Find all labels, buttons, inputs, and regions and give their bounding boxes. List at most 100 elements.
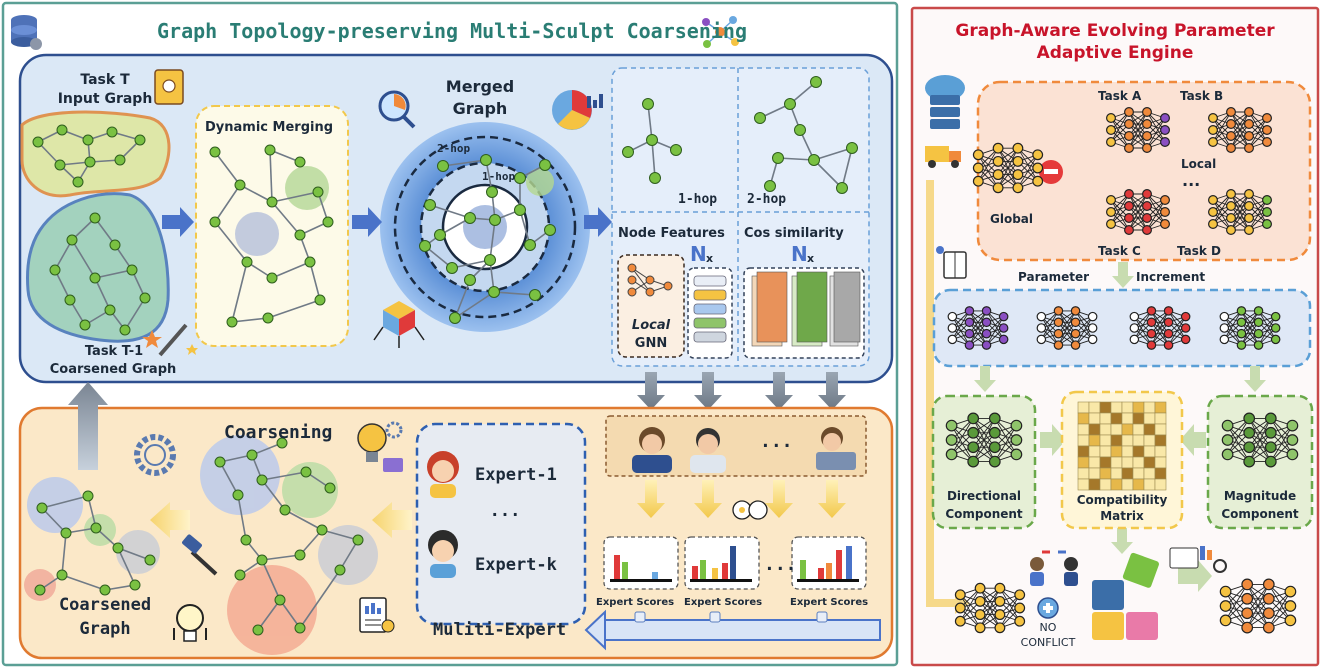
matrix-cell [1121, 423, 1134, 436]
output-network-icon-left [954, 582, 1026, 634]
dynamic-merging-graph-node [266, 196, 278, 208]
two-hop-graph-node [808, 154, 820, 166]
expert-score-cards [603, 536, 867, 590]
coarsened-graph-bottom-edge [61, 574, 106, 591]
arrow-expert-to-coarsening [372, 502, 412, 538]
compatibility-matrix-grid [1077, 401, 1167, 491]
matrix-cell [1121, 434, 1134, 447]
expert-k-label: Expert-k [475, 555, 557, 575]
merged-graph-edge [451, 259, 491, 269]
expert-box [415, 422, 587, 626]
merged-graph-edge [442, 159, 487, 167]
magnitude-line2: Component [1221, 507, 1299, 521]
magnitude-line1: Magnitude [1223, 489, 1297, 503]
plus-badge-icon [1037, 597, 1059, 619]
merged-graph-edge [493, 291, 536, 296]
multi-expert-label: Muliti-Expert [433, 620, 567, 640]
task-a-label: Task A [1098, 89, 1142, 103]
one-hop-graph-node [670, 144, 682, 156]
matrix-cell [1143, 456, 1156, 469]
down-arrows-green [974, 262, 1266, 592]
expert-scores-2: Expert Scores [684, 597, 763, 608]
matrix-cell [1077, 434, 1090, 447]
matrix-cell [1077, 467, 1090, 480]
coarsened-graph-bottom-node [144, 554, 156, 566]
merged-graph-node [437, 160, 449, 172]
coarsening-graph-edge [219, 461, 239, 496]
task-b-network-icon [1207, 106, 1272, 154]
conflict-label: CONFLICT [1020, 636, 1076, 649]
task-c-network-icon [1105, 189, 1170, 236]
merged-graph-node [424, 199, 436, 211]
dynamic-merging-graph-edge [231, 261, 248, 323]
coarsening-graph-node [352, 534, 364, 546]
dynamic-merging-graph-edge [271, 191, 319, 203]
two-hop-graph-node [772, 152, 784, 164]
directional-line2: Component [945, 507, 1023, 521]
matrix-cell [1154, 467, 1167, 480]
coarsened-graph-bottom-node [82, 490, 94, 502]
coarsening-graph-node [294, 622, 306, 634]
coarsening-graph-edge [237, 494, 247, 541]
one-hop-label: 1-hop [678, 192, 718, 207]
coarsening-graph-edge [321, 529, 359, 541]
down-arrows-yellow [637, 480, 846, 518]
coarsening-graph-node [300, 466, 312, 478]
merged-graph-node [544, 224, 556, 236]
coarsening-graph-edge [261, 559, 281, 601]
increment-red-network-icon [1129, 306, 1191, 350]
two-hop-graph-edge [777, 157, 815, 161]
two-hop-graph-edge [813, 147, 853, 161]
increment-label: Increment [1136, 270, 1206, 284]
lightbulb-gear-icon [357, 421, 403, 472]
input-graph-node [134, 134, 146, 146]
matrix-cell [1077, 478, 1090, 491]
dynamic-merging-graph-node [266, 272, 278, 284]
coarsening-graph-edge [299, 569, 341, 629]
n-symbol-features: N [690, 242, 707, 266]
merged-graph-node [539, 159, 551, 171]
task-t-label: Task T [80, 72, 130, 88]
coarsened-graph-bottom-edge [41, 507, 67, 534]
matrix-cell [1143, 467, 1156, 480]
coarsened-graph-node [79, 319, 91, 331]
coarsening-graph-node [256, 474, 268, 486]
two-hop-graph-node [810, 76, 822, 88]
coarsening-label: Coarsening [224, 422, 333, 443]
coarsened-graph-node [66, 234, 78, 246]
magic-wand-icon [142, 323, 198, 357]
coarsening-graph-edge [279, 599, 301, 629]
coarsened-graph-edge [54, 239, 73, 271]
truck-icon [925, 146, 961, 168]
input-graph-node [32, 136, 44, 148]
coarsened-graph-bottom-node [56, 569, 68, 581]
matrix-cell [1077, 412, 1090, 425]
coarsening-graph-edge [339, 539, 359, 571]
feedback-line [926, 180, 955, 607]
merged-graph-node [449, 312, 461, 324]
dynamic-merging-graph-edge [214, 151, 241, 186]
merged-graph-node [464, 274, 476, 286]
one-hop-graph-node [649, 172, 661, 184]
cos-similarity-label: Cos similarity [744, 226, 844, 241]
dynamic-merging-graph-edge [309, 261, 321, 301]
matrix-cell [1143, 423, 1156, 436]
merged-graph-node [488, 286, 500, 298]
up-arrow-feedback [68, 382, 108, 470]
directional-network-icon [945, 412, 1023, 468]
coarsened-graph-node [126, 264, 138, 276]
matrix-cell [1088, 467, 1101, 480]
coarsening-graph-edge [261, 554, 301, 561]
matrix-cell [1154, 478, 1167, 491]
dynamic-merging-graph-node [264, 144, 276, 156]
matrix-cell [1143, 401, 1156, 414]
matrix-cell [1154, 412, 1167, 425]
arrow-to-hops [584, 207, 612, 237]
merged-graph-edge [454, 279, 471, 319]
arrow-to-merged [352, 207, 382, 237]
matrix-cell [1110, 423, 1123, 436]
merged-graph-edge [454, 291, 495, 319]
dynamic-merging-graph-edge [239, 184, 273, 203]
coarsened-graph-caption: Coarsened Graph [49, 362, 177, 377]
expert-scores-1: Expert Scores [596, 597, 675, 608]
